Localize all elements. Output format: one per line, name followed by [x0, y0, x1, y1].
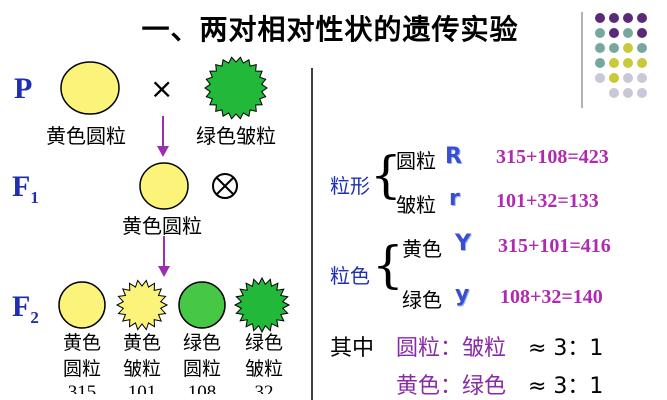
color-calc-green: 108+32=140 — [500, 286, 603, 308]
f2-yellow-round-seed — [58, 281, 106, 329]
shape-calc-wrinkled: 101+32=133 — [496, 190, 599, 212]
decoration-dot — [609, 58, 619, 68]
self-cross-icon — [212, 173, 238, 199]
summary-line1-term: 圆粒：皱粒 — [396, 336, 507, 361]
decoration-dot — [609, 13, 619, 23]
color-group-brace: { — [372, 236, 404, 294]
summary-line2-term: 黄色：绿色 — [396, 374, 507, 399]
decoration-dot — [595, 43, 605, 53]
decoration-dot — [595, 73, 605, 83]
summary-prefix: 其中 — [330, 336, 375, 361]
shape-item-round: 圆粒 — [396, 149, 436, 173]
arrow-p-to-f1 — [157, 116, 169, 157]
shape-group-label: 粒形 — [330, 174, 370, 198]
cross-diagram — [58, 56, 291, 334]
decoration-dot — [623, 28, 633, 38]
shape-letter-round: R — [445, 144, 462, 169]
generation-p: P — [14, 72, 33, 105]
p-right-label: 绿色皱粒 — [196, 124, 276, 148]
f2-yellow-wrinkled-seed — [115, 279, 169, 331]
f2-green-wrinkled-seed — [233, 276, 291, 334]
decoration-dot — [609, 73, 619, 83]
decoration-dot — [595, 13, 605, 23]
decoration-dot — [623, 13, 633, 23]
vertical-divider — [311, 68, 313, 400]
shape-letter-wrinkled: r — [449, 186, 460, 211]
color-group-label: 粒色 — [330, 264, 370, 288]
color-item-green: 绿色 — [402, 288, 442, 312]
p-left-label: 黄色圆粒 — [46, 124, 126, 148]
page-title: 一、两对相对性状的遗传实验 — [141, 13, 519, 46]
decoration-dot — [623, 43, 633, 53]
decoration-dot — [637, 28, 647, 38]
decoration-dot — [609, 28, 619, 38]
cross-symbol: × — [150, 72, 174, 105]
decoration-dot — [623, 58, 633, 68]
color-letter-yellow: Y — [455, 231, 471, 256]
summary-line1-ratio: ≈ 3：1 — [528, 336, 604, 361]
shape-item-wrinkled: 皱粒 — [396, 193, 436, 217]
f1-label: 黄色圆粒 — [122, 214, 202, 238]
decoration-dot — [637, 43, 647, 53]
arrow-f1-to-f2 — [158, 236, 170, 277]
decoration-dot — [637, 73, 647, 83]
decoration-dot — [623, 88, 633, 98]
f1-yellow-round-seed — [139, 162, 189, 210]
decoration-dot — [623, 73, 633, 83]
p-green-wrinkled-seed — [204, 56, 268, 120]
shape-calc-round: 315+108=423 — [496, 146, 609, 168]
decoration-dot — [637, 58, 647, 68]
decoration-dot — [595, 58, 605, 68]
decoration-dot — [609, 88, 619, 98]
decoration-dot — [637, 13, 647, 23]
p-yellow-round-seed — [60, 61, 120, 115]
summary-line2-ratio: ≈ 3：1 — [528, 374, 604, 399]
decoration-dot — [595, 28, 605, 38]
generation-f2: F2 — [12, 290, 39, 327]
f2-green-round-seed — [178, 281, 226, 329]
decoration-dot — [637, 88, 647, 98]
shape-group-brace: { — [370, 146, 402, 204]
generation-f1: F1 — [12, 170, 39, 207]
decoration-dot — [609, 43, 619, 53]
color-item-yellow: 黄色 — [402, 237, 442, 261]
color-letter-green: y — [455, 282, 470, 307]
color-calc-yellow: 315+101=416 — [498, 235, 611, 257]
